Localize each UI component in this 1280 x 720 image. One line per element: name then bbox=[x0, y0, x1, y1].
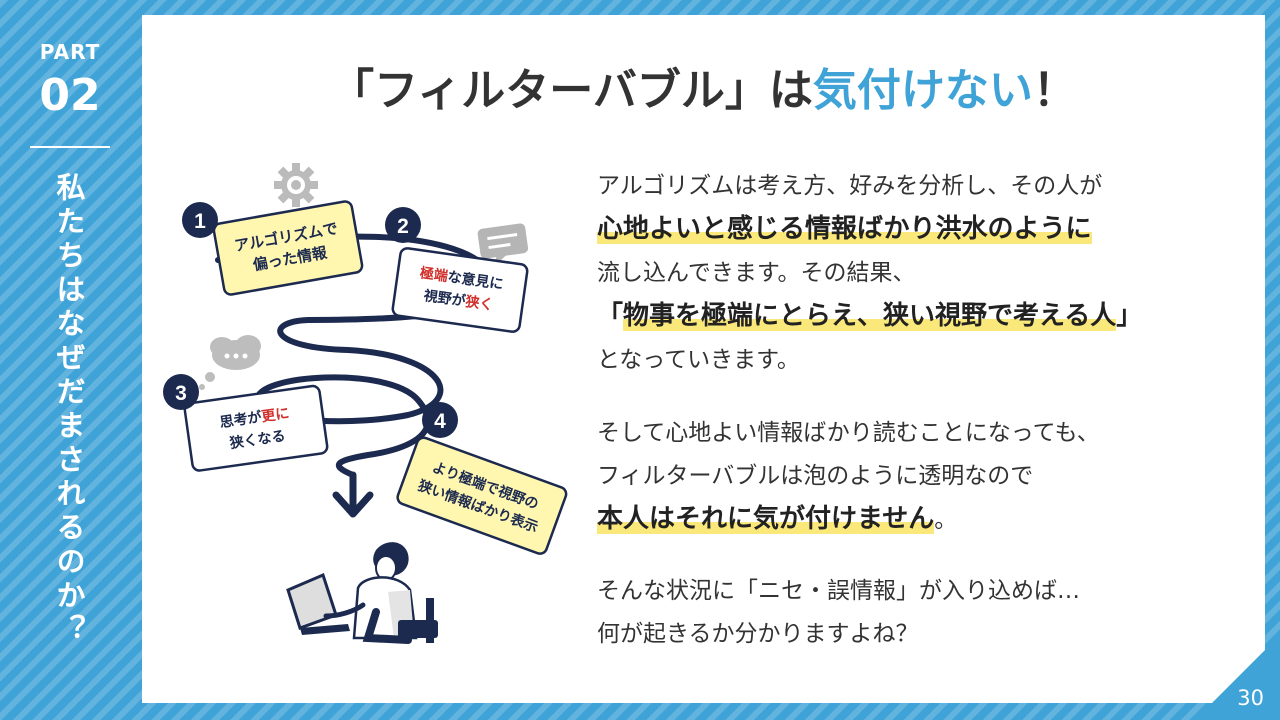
step-3-badge: 3 bbox=[163, 374, 199, 410]
page-number: 30 bbox=[1237, 686, 1264, 710]
p3-line2: 何が起きるか分かりますよね？ bbox=[597, 621, 919, 647]
step-3-note: 思考が更に 狭くなる bbox=[183, 384, 329, 472]
step-4-note: より極端で視野の 狭い情報ばかり表示 bbox=[396, 436, 568, 555]
body-paragraph-2: そして心地よい情報ばかり読むことになっても、 フィルターバブルは泡のように透明な… bbox=[597, 412, 1257, 542]
body-paragraph-1: アルゴリズムは考え方、好みを分析し、その人が 心地よいと感じる情報ばかり洪水のよ… bbox=[597, 165, 1257, 382]
step-2-line1-red: 極端 bbox=[419, 264, 449, 284]
p1-line5: となっていきます。 bbox=[597, 347, 800, 373]
step-3-line2: 狭くなる bbox=[228, 427, 287, 451]
step-3-line1-pre: 思考が bbox=[219, 408, 264, 430]
step-2-line2-pre: 視野が bbox=[422, 287, 468, 309]
person-laptop-figure bbox=[286, 542, 438, 644]
filter-bubble-illustration: アルゴリズムで 偏った情報 1 極端な意見に 視野が狭く 2 思考が更に 狭くな… bbox=[163, 163, 568, 644]
p1-line2-highlight: 心地よいと感じる情報ばかり洪水のように bbox=[597, 214, 1092, 244]
p1-line4-highlight: 物事を極端にとらえ、狭い視野で考える人 bbox=[623, 301, 1117, 331]
p1-line4-close: 」 bbox=[1116, 301, 1143, 331]
step-1-note: アルゴリズムで 偏った情報 bbox=[212, 200, 364, 296]
step-2-note: 極端な意見に 視野が狭く bbox=[391, 247, 529, 333]
slide-card bbox=[142, 15, 1265, 703]
step-2-line2-red: 狭く bbox=[463, 293, 494, 313]
p2-line1: そして心地よい情報ばかり読むことになっても、 bbox=[597, 420, 1100, 446]
step-3-number: 3 bbox=[175, 382, 187, 405]
title-accent: 気付けない bbox=[812, 65, 1033, 116]
part-number: 02 bbox=[39, 70, 101, 121]
p2-line3-highlight: 本人はそれに気が付けません bbox=[597, 504, 935, 534]
title-part2: ！ bbox=[1032, 65, 1077, 116]
down-arrow bbox=[332, 471, 374, 518]
body-paragraph-3: そんな状況に「ニセ・誤情報」が入り込めば… 何が起きるか分かりますよね？ bbox=[597, 570, 1257, 656]
step-2-line1: 極端な意見に bbox=[419, 264, 504, 292]
step-2-number: 2 bbox=[397, 215, 409, 238]
step-4-badge: 4 bbox=[422, 402, 458, 438]
gear-icon bbox=[274, 163, 318, 207]
page-title: 「フィルターバブル」は気付けない！ bbox=[142, 54, 1265, 118]
p2-line2: フィルターバブルは泡のように透明なので bbox=[597, 463, 1034, 489]
step-2-badge: 2 bbox=[385, 207, 421, 243]
p1-line3: 流し込んできます。その結果、 bbox=[597, 260, 916, 286]
step-2-line1-rest: な意見に bbox=[447, 268, 505, 292]
sidebar-divider bbox=[30, 146, 110, 148]
thought-cloud-icon bbox=[199, 335, 261, 390]
part-label: PART bbox=[39, 40, 101, 64]
p2-line3-end: 。 bbox=[934, 507, 958, 533]
section-sidebar: PART 02 私たちはなぜだまされるのか？ bbox=[0, 0, 140, 720]
step-3-line1-red: 更に bbox=[260, 405, 290, 425]
step-4-number: 4 bbox=[434, 410, 446, 433]
step-2-line2: 視野が狭く bbox=[422, 287, 495, 313]
step-1-number: 1 bbox=[194, 210, 206, 233]
section-title: 私たちはなぜだまされるのか？ bbox=[52, 172, 86, 648]
title-part1: 「フィルターバブル」は bbox=[330, 65, 813, 116]
step-1-badge: 1 bbox=[182, 202, 218, 238]
p1-line1: アルゴリズムは考え方、好みを分析し、その人が bbox=[597, 173, 1103, 199]
p1-line4-open: 「 bbox=[597, 301, 624, 331]
step-3-line1: 思考が更に bbox=[219, 405, 291, 431]
corner-decoration bbox=[1195, 635, 1280, 720]
p3-line1: そんな状況に「ニセ・誤情報」が入り込めば… bbox=[597, 578, 1080, 604]
